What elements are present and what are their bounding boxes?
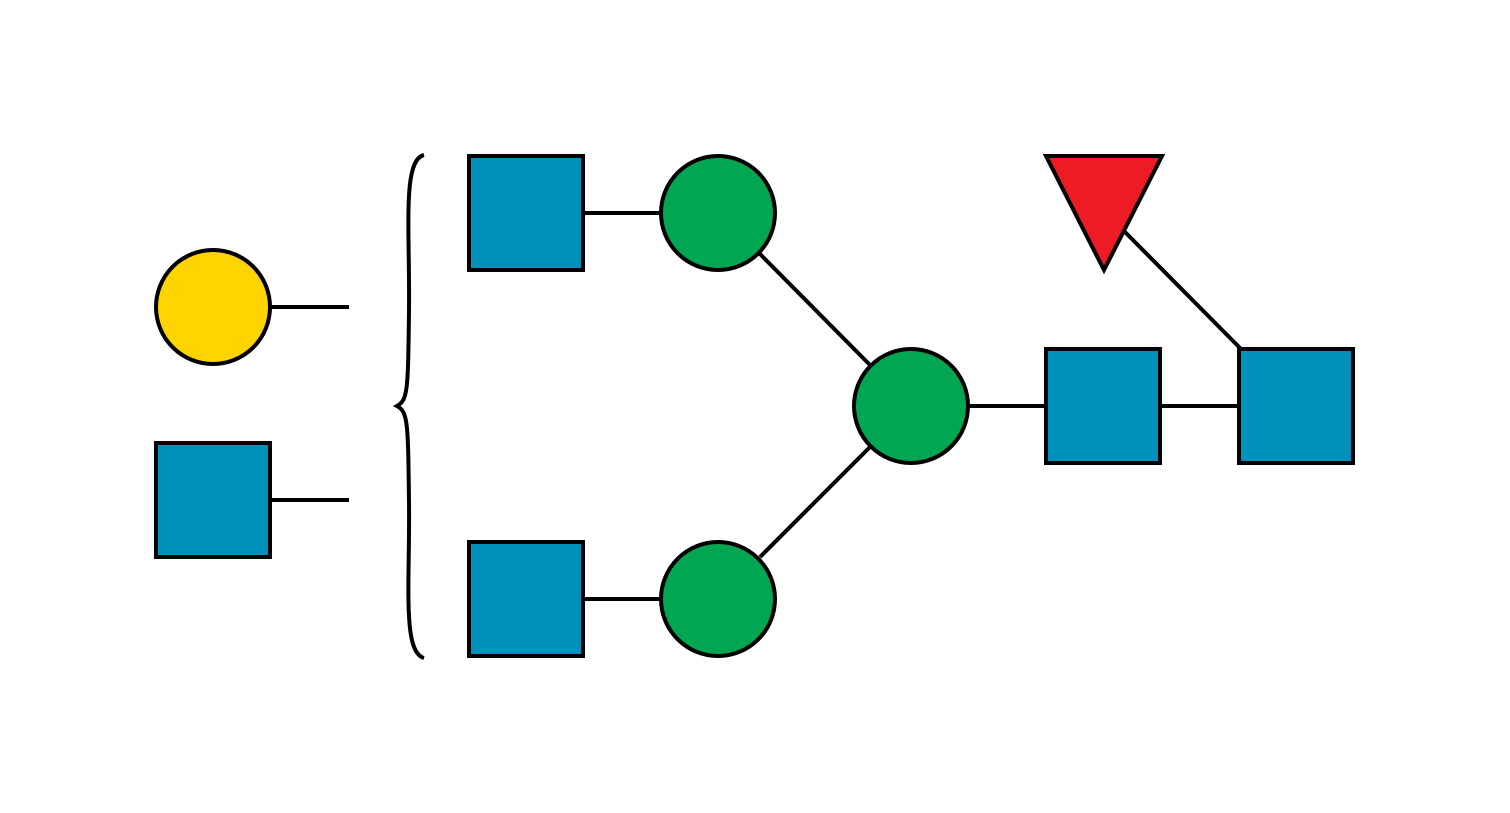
- linkages: [270, 211, 1243, 601]
- linkage-man-lower-man-core: [758, 444, 873, 559]
- linkage-fucose-glcnac-core-1: [1122, 229, 1243, 351]
- linkage-man-upper-man-core: [758, 252, 873, 368]
- glcnac-lower-branch-icon: [467, 540, 585, 658]
- glcnac-upper-branch-icon: [467, 154, 585, 272]
- mannose-core-icon: [852, 347, 970, 465]
- mannose-upper-icon: [659, 154, 777, 272]
- glcnac-core-1-icon: [1237, 347, 1355, 465]
- fucose-icon: [1042, 154, 1166, 275]
- galactose-icon: [154, 248, 272, 366]
- antenna-brace: [392, 153, 425, 660]
- glcnac-core-2-icon: [1044, 347, 1162, 465]
- glcnac-option-icon: [154, 441, 272, 559]
- mannose-lower-icon: [659, 540, 777, 658]
